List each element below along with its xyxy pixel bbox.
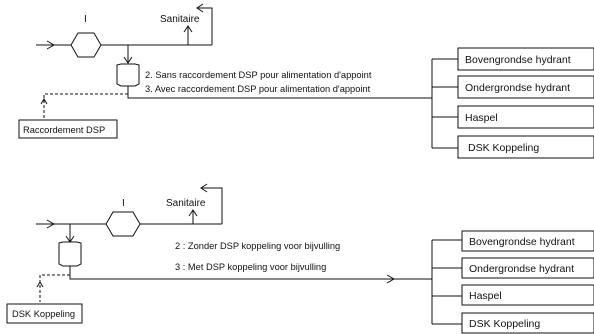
top-outlet-label-1: Bovengrondse hydrant bbox=[465, 54, 571, 66]
bottom-tank-symbol bbox=[58, 241, 82, 267]
bottom-inlet-arrow bbox=[46, 219, 56, 229]
top-inlet-arrow bbox=[46, 40, 56, 50]
bottom-outlet-box-2 bbox=[461, 257, 594, 279]
bottom-outlet-label-1: Bovengrondse hydrant bbox=[469, 236, 575, 248]
bottom-outlet-label-3: Haspel bbox=[469, 290, 502, 302]
top-note-3: 3. Avec raccordement DSP pour alimentati… bbox=[145, 84, 371, 94]
top-note-2: 2. Sans raccordement DSP pour alimentati… bbox=[145, 70, 372, 80]
top-outlet-box-1 bbox=[457, 47, 594, 71]
top-sanitary-return bbox=[198, 7, 213, 45]
bottom-outlet-box-4 bbox=[461, 312, 594, 334]
bottom-sanitary-return bbox=[202, 187, 223, 224]
bottom-sanitary-label: Sanitaire bbox=[166, 198, 206, 209]
top-dsp-arrow bbox=[40, 98, 48, 105]
top-outlet-box-4 bbox=[457, 135, 594, 159]
top-outlet-label-2: Ondergrondse hydrant bbox=[465, 82, 570, 94]
top-outlet-box-3 bbox=[457, 105, 594, 129]
bottom-outlet-box-3 bbox=[461, 284, 594, 306]
bottom-dsk-box-label: DSK Koppeling bbox=[12, 309, 75, 319]
top-outgoing-line bbox=[127, 86, 432, 99]
top-tank-symbol bbox=[116, 63, 140, 87]
top-outlet-box-2 bbox=[457, 75, 594, 99]
bottom-pump-hexagon bbox=[105, 211, 141, 237]
top-diagram: I Sanitaire 2. Sans raccordement DSP pou… bbox=[18, 3, 594, 159]
bottom-outlet-box-1 bbox=[461, 230, 594, 252]
top-dsp-box-label: Raccordement DSP bbox=[23, 125, 105, 135]
bottom-note-3: 3 : Met DSP koppeling voor bijvulling bbox=[175, 262, 326, 272]
bottom-note-2: 2 : Zonder DSP koppeling voor bijvulling bbox=[175, 241, 340, 251]
top-pump-label: I bbox=[84, 14, 87, 25]
top-drop-arrow bbox=[123, 56, 133, 64]
bottom-dsk-arrow bbox=[36, 281, 44, 288]
bottom-outlet-label-2: Ondergrondse hydrant bbox=[469, 263, 574, 275]
top-outlet-label-4: DSK Koppeling bbox=[468, 142, 539, 154]
bottom-outlet-label-4: DSK Koppeling bbox=[469, 318, 540, 330]
top-return-arrow bbox=[196, 3, 204, 13]
bottom-sanitary-arrow bbox=[188, 209, 198, 217]
bottom-diagram: I Sanitaire 2 : Zonder DSP koppeling voo… bbox=[6, 183, 594, 334]
bottom-dsk-dashed-line bbox=[39, 274, 70, 302]
top-pump-hexagon bbox=[70, 32, 102, 58]
bottom-outgoing-arrow bbox=[386, 274, 396, 284]
top-dsp-box bbox=[18, 119, 118, 139]
bottom-return-arrow bbox=[200, 183, 208, 193]
bottom-dsk-box bbox=[6, 303, 83, 324]
top-dsp-dashed-line bbox=[43, 93, 128, 119]
top-sanitary-label: Sanitaire bbox=[160, 14, 200, 25]
bottom-pump-label: I bbox=[122, 198, 125, 209]
top-outlet-label-3: Haspel bbox=[465, 112, 498, 124]
top-sanitary-arrow bbox=[183, 25, 193, 33]
bottom-outgoing-line bbox=[69, 266, 432, 280]
